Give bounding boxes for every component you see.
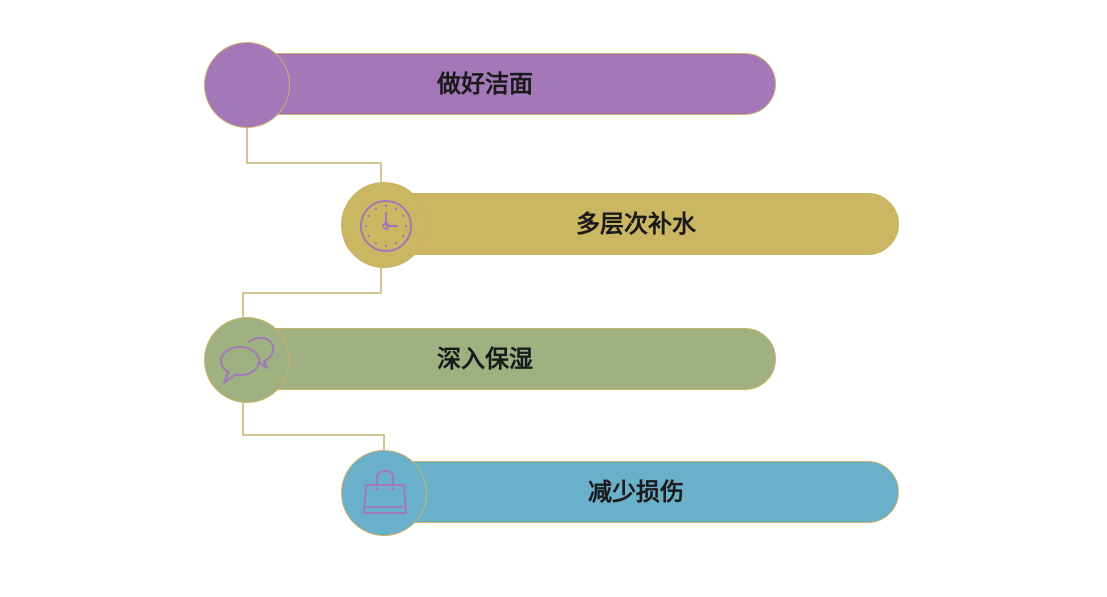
connector-3-4 [242, 403, 385, 450]
step-1-circle [204, 42, 290, 128]
step-1: 做好洁面 [204, 42, 776, 128]
shopping-bag-icon [363, 470, 407, 514]
connector-1-2 [246, 128, 382, 182]
step-4: 减少损伤 [341, 450, 899, 536]
step-4-label: 减少损伤 [588, 478, 684, 506]
step-3: 深入保湿 [204, 317, 776, 403]
chat-bubbles-icon [220, 336, 275, 384]
step-4-bar [381, 461, 899, 523]
step-3-circle [204, 317, 290, 403]
step-2-label: 多层次补水 [576, 210, 696, 238]
step-2-bar [381, 193, 899, 255]
clock-icon [360, 200, 412, 252]
connector-2-3 [242, 268, 382, 317]
step-4-circle [341, 450, 427, 536]
step-2: 多层次补水 [341, 182, 899, 268]
step-2-circle [341, 182, 427, 268]
step-1-bar [244, 53, 776, 115]
step-1-label: 做好洁面 [437, 70, 533, 98]
step-3-label: 深入保湿 [437, 345, 533, 373]
step-3-bar [244, 328, 776, 390]
